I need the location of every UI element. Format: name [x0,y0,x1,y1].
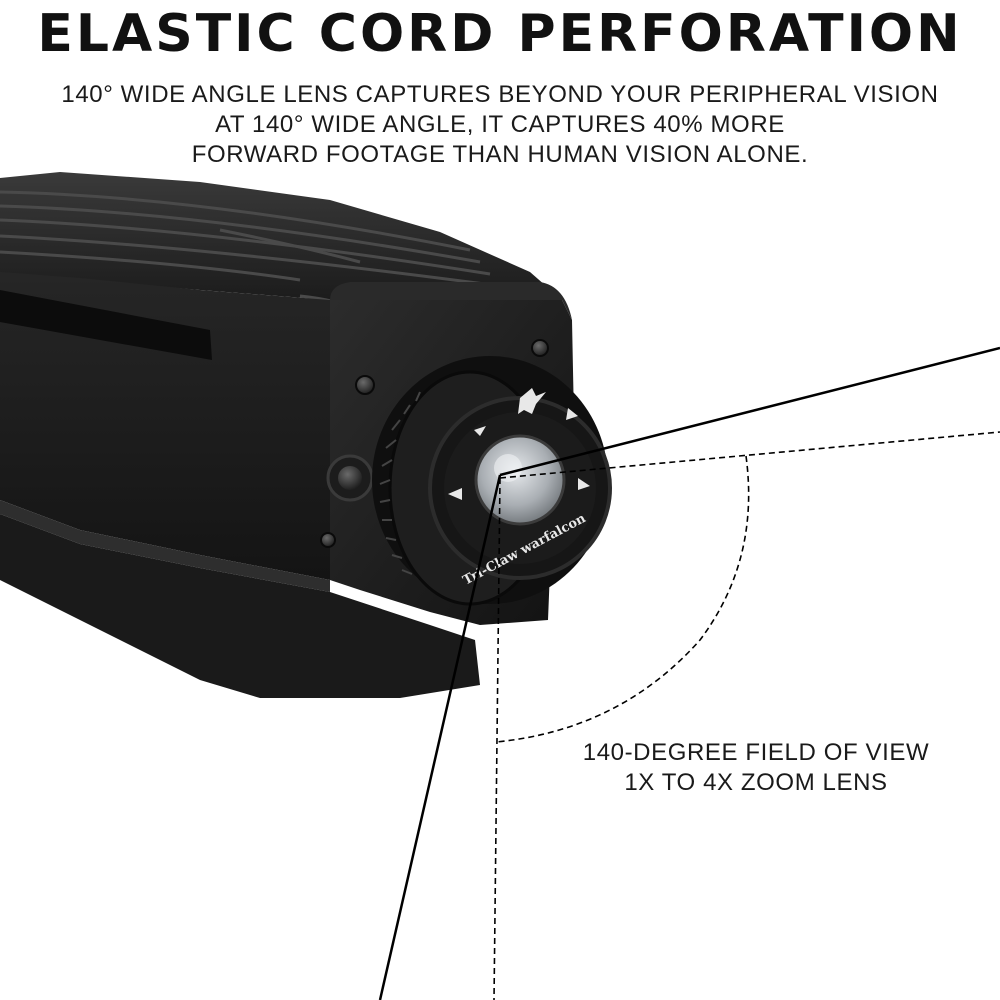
bezel-markers [448,408,590,500]
ir-light-icon [338,466,362,490]
sensor-led-icon [355,375,375,395]
knurled-ring [379,391,421,575]
subtitle-line-2: AT 140° WIDE ANGLE, IT CAPTURES 40% MORE [215,111,785,138]
page-title: ELASTIC CORD PERFORATION [37,4,963,64]
lens-assembly: Tri-Claw warfalcon [372,356,612,606]
body-ribs [0,190,501,328]
sensor-led-icon [531,339,549,357]
fov-label-line-2: 1X TO 4X ZOOM LENS [624,769,888,796]
sensor-led-icon [320,532,336,548]
field-of-view-lines [378,346,1000,1000]
subtitle-line-3: FORWARD FOOTAGE THAN HUMAN VISION ALONE. [191,141,809,168]
fov-label: 140-DEGREE FIELD OF VIEW 1X TO 4X ZOOM L… [556,738,956,798]
fov-label-line-1: 140-DEGREE FIELD OF VIEW [582,739,930,766]
eagle-logo-icon [518,388,546,414]
subtitle-line-1: 140° WIDE ANGLE LENS CAPTURES BEYOND YOU… [61,81,939,108]
lens-glass [474,434,566,526]
subtitle-block: 140° WIDE ANGLE LENS CAPTURES BEYOND YOU… [0,80,1000,170]
